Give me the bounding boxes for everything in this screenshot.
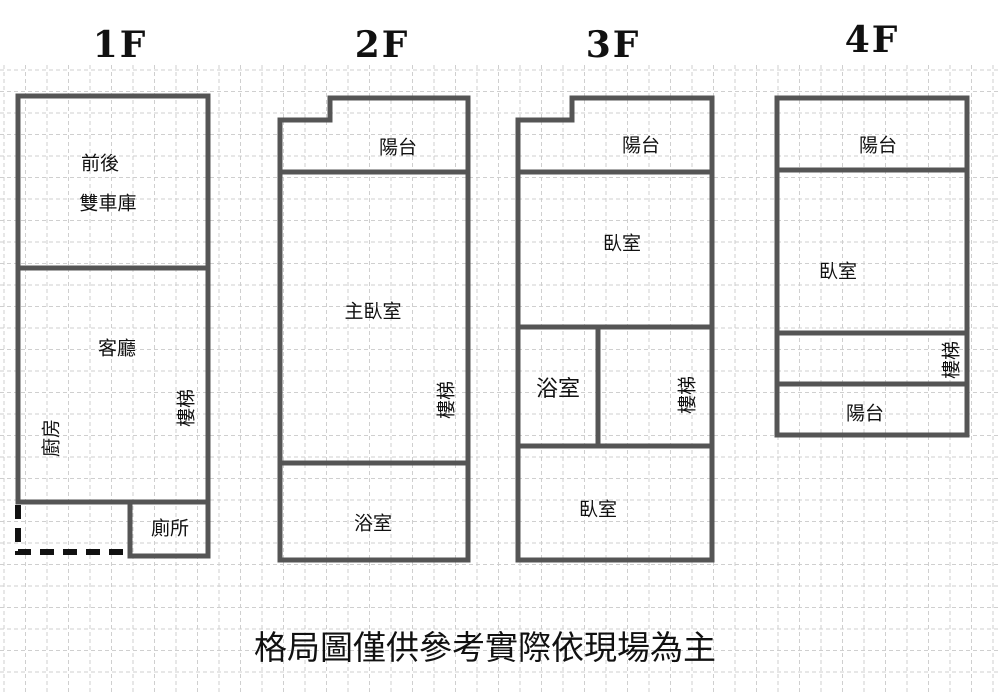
room-label: 廁所 (150, 517, 190, 540)
room-label: 客廳 (97, 337, 137, 360)
room-label: 臥室 (578, 498, 618, 521)
room-label: 浴室 (353, 512, 393, 535)
room-label: 浴室 (535, 377, 581, 402)
walls (15, 93, 970, 563)
1f-toilet-wall (127, 502, 211, 559)
grid-background (0, 65, 1000, 693)
room-label: 樓梯 (175, 388, 198, 428)
room-label: 樓梯 (940, 340, 963, 380)
1f-outline (15, 93, 211, 505)
room-label: 陽台 (858, 134, 898, 157)
room-label: 陽台 (378, 136, 418, 159)
room-label: 陽台 (621, 134, 661, 157)
2f-outline (277, 95, 471, 563)
room-label: 廚房 (40, 418, 63, 458)
room-label: 樓梯 (676, 375, 699, 415)
room-label: 陽台 (845, 402, 885, 425)
floor-title-4f: 4F (844, 19, 900, 61)
room-label: 主臥室 (344, 300, 402, 323)
3f-outline (515, 95, 715, 563)
room-label: 前後 (80, 152, 120, 175)
floor-title-1f: 1F (92, 24, 148, 66)
disclaimer-caption: 格局圖僅供參考實際依現場為主 (254, 628, 716, 667)
1f-dashed-extension (15, 505, 130, 555)
floor-title-3f: 3F (585, 24, 641, 66)
floor-title-2f: 2F (354, 24, 410, 66)
room-label: 樓梯 (435, 380, 458, 420)
room-label: 臥室 (818, 260, 858, 283)
room-label: 臥室 (602, 232, 642, 255)
room-label: 雙車庫 (79, 192, 137, 215)
4f-outline (774, 95, 970, 438)
